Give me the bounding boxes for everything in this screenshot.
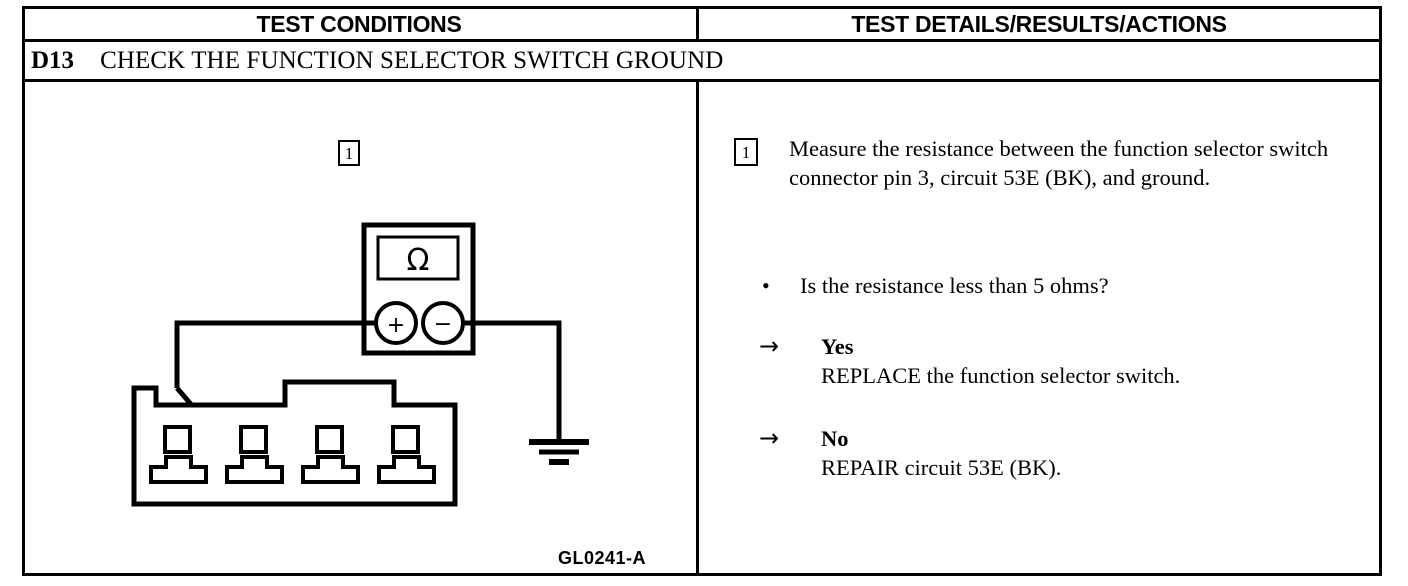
column-header-test-details: TEST DETAILS/RESULTS/ACTIONS xyxy=(696,9,1379,39)
instruction-text: Measure the resistance between the funct… xyxy=(789,136,1329,190)
diagram-callout-1: 1 xyxy=(338,140,360,166)
multimeter-positive-label: + xyxy=(387,313,405,338)
connector-housing xyxy=(131,379,458,507)
test-details-cell: 1 Measure the resistance between the fun… xyxy=(696,82,1379,573)
resistance-test-diagram: Ω + − xyxy=(131,222,589,507)
answer-branch-yes: → Yes REPLACE the function selector swit… xyxy=(759,332,1357,390)
step-number-callout: 1 xyxy=(734,138,758,166)
question-block: • Is the resistance less than 5 ohms? xyxy=(762,272,1351,300)
negative-lead-wire xyxy=(463,320,562,442)
connector-cavity-upper-3 xyxy=(315,425,344,454)
multimeter-display-symbol: Ω xyxy=(407,243,430,278)
arrow-right-icon: → xyxy=(759,424,780,452)
question-text: Is the resistance less than 5 ohms? xyxy=(800,273,1109,298)
answer-yes-label: Yes xyxy=(821,334,854,359)
connector-cavity-upper-2 xyxy=(239,425,268,454)
step-code: D13 xyxy=(31,46,75,74)
connector-cavity-upper-1 xyxy=(163,425,192,454)
pinpoint-test-table: TEST CONDITIONS TEST DETAILS/RESULTS/ACT… xyxy=(22,6,1382,576)
ground-symbol xyxy=(529,439,589,465)
connector-cavity-lower-4 xyxy=(377,455,436,484)
answer-branch-no: → No REPAIR circuit 53E (BK). xyxy=(759,424,1357,482)
bullet-icon: • xyxy=(762,273,770,298)
table-header-row: TEST CONDITIONS TEST DETAILS/RESULTS/ACT… xyxy=(25,9,1379,42)
answer-no-body: No REPAIR circuit 53E (BK). xyxy=(821,424,1357,482)
column-header-test-conditions: TEST CONDITIONS xyxy=(256,10,462,37)
answer-yes-body: Yes REPLACE the function selector switch… xyxy=(821,332,1357,390)
connector-cavity-lower-1 xyxy=(149,455,208,484)
step-title: CHECK THE FUNCTION SELECTOR SWITCH GROUN… xyxy=(100,46,724,74)
connector-cavity-lower-3 xyxy=(301,455,360,484)
step-title-row: D13 CHECK THE FUNCTION SELECTOR SWITCH G… xyxy=(25,42,1379,82)
multimeter-display xyxy=(376,235,460,281)
answer-no-label: No xyxy=(821,426,849,451)
connector-cavity-lower-2 xyxy=(225,455,284,484)
figure-id-label: GL0241-A xyxy=(558,548,647,568)
instruction-block: 1 Measure the resistance between the fun… xyxy=(734,134,1351,192)
test-conditions-cell: 1 Ω + − xyxy=(25,82,693,573)
positive-lead-wire xyxy=(174,320,376,388)
multimeter-negative-label: − xyxy=(434,312,452,337)
answer-yes-action: REPLACE the function selector switch. xyxy=(821,363,1181,388)
connector-cavity-upper-4 xyxy=(391,425,420,454)
table-body-row: 1 Ω + − xyxy=(25,82,1379,573)
answer-no-action: REPAIR circuit 53E (BK). xyxy=(821,455,1062,480)
arrow-right-icon: → xyxy=(759,332,780,360)
